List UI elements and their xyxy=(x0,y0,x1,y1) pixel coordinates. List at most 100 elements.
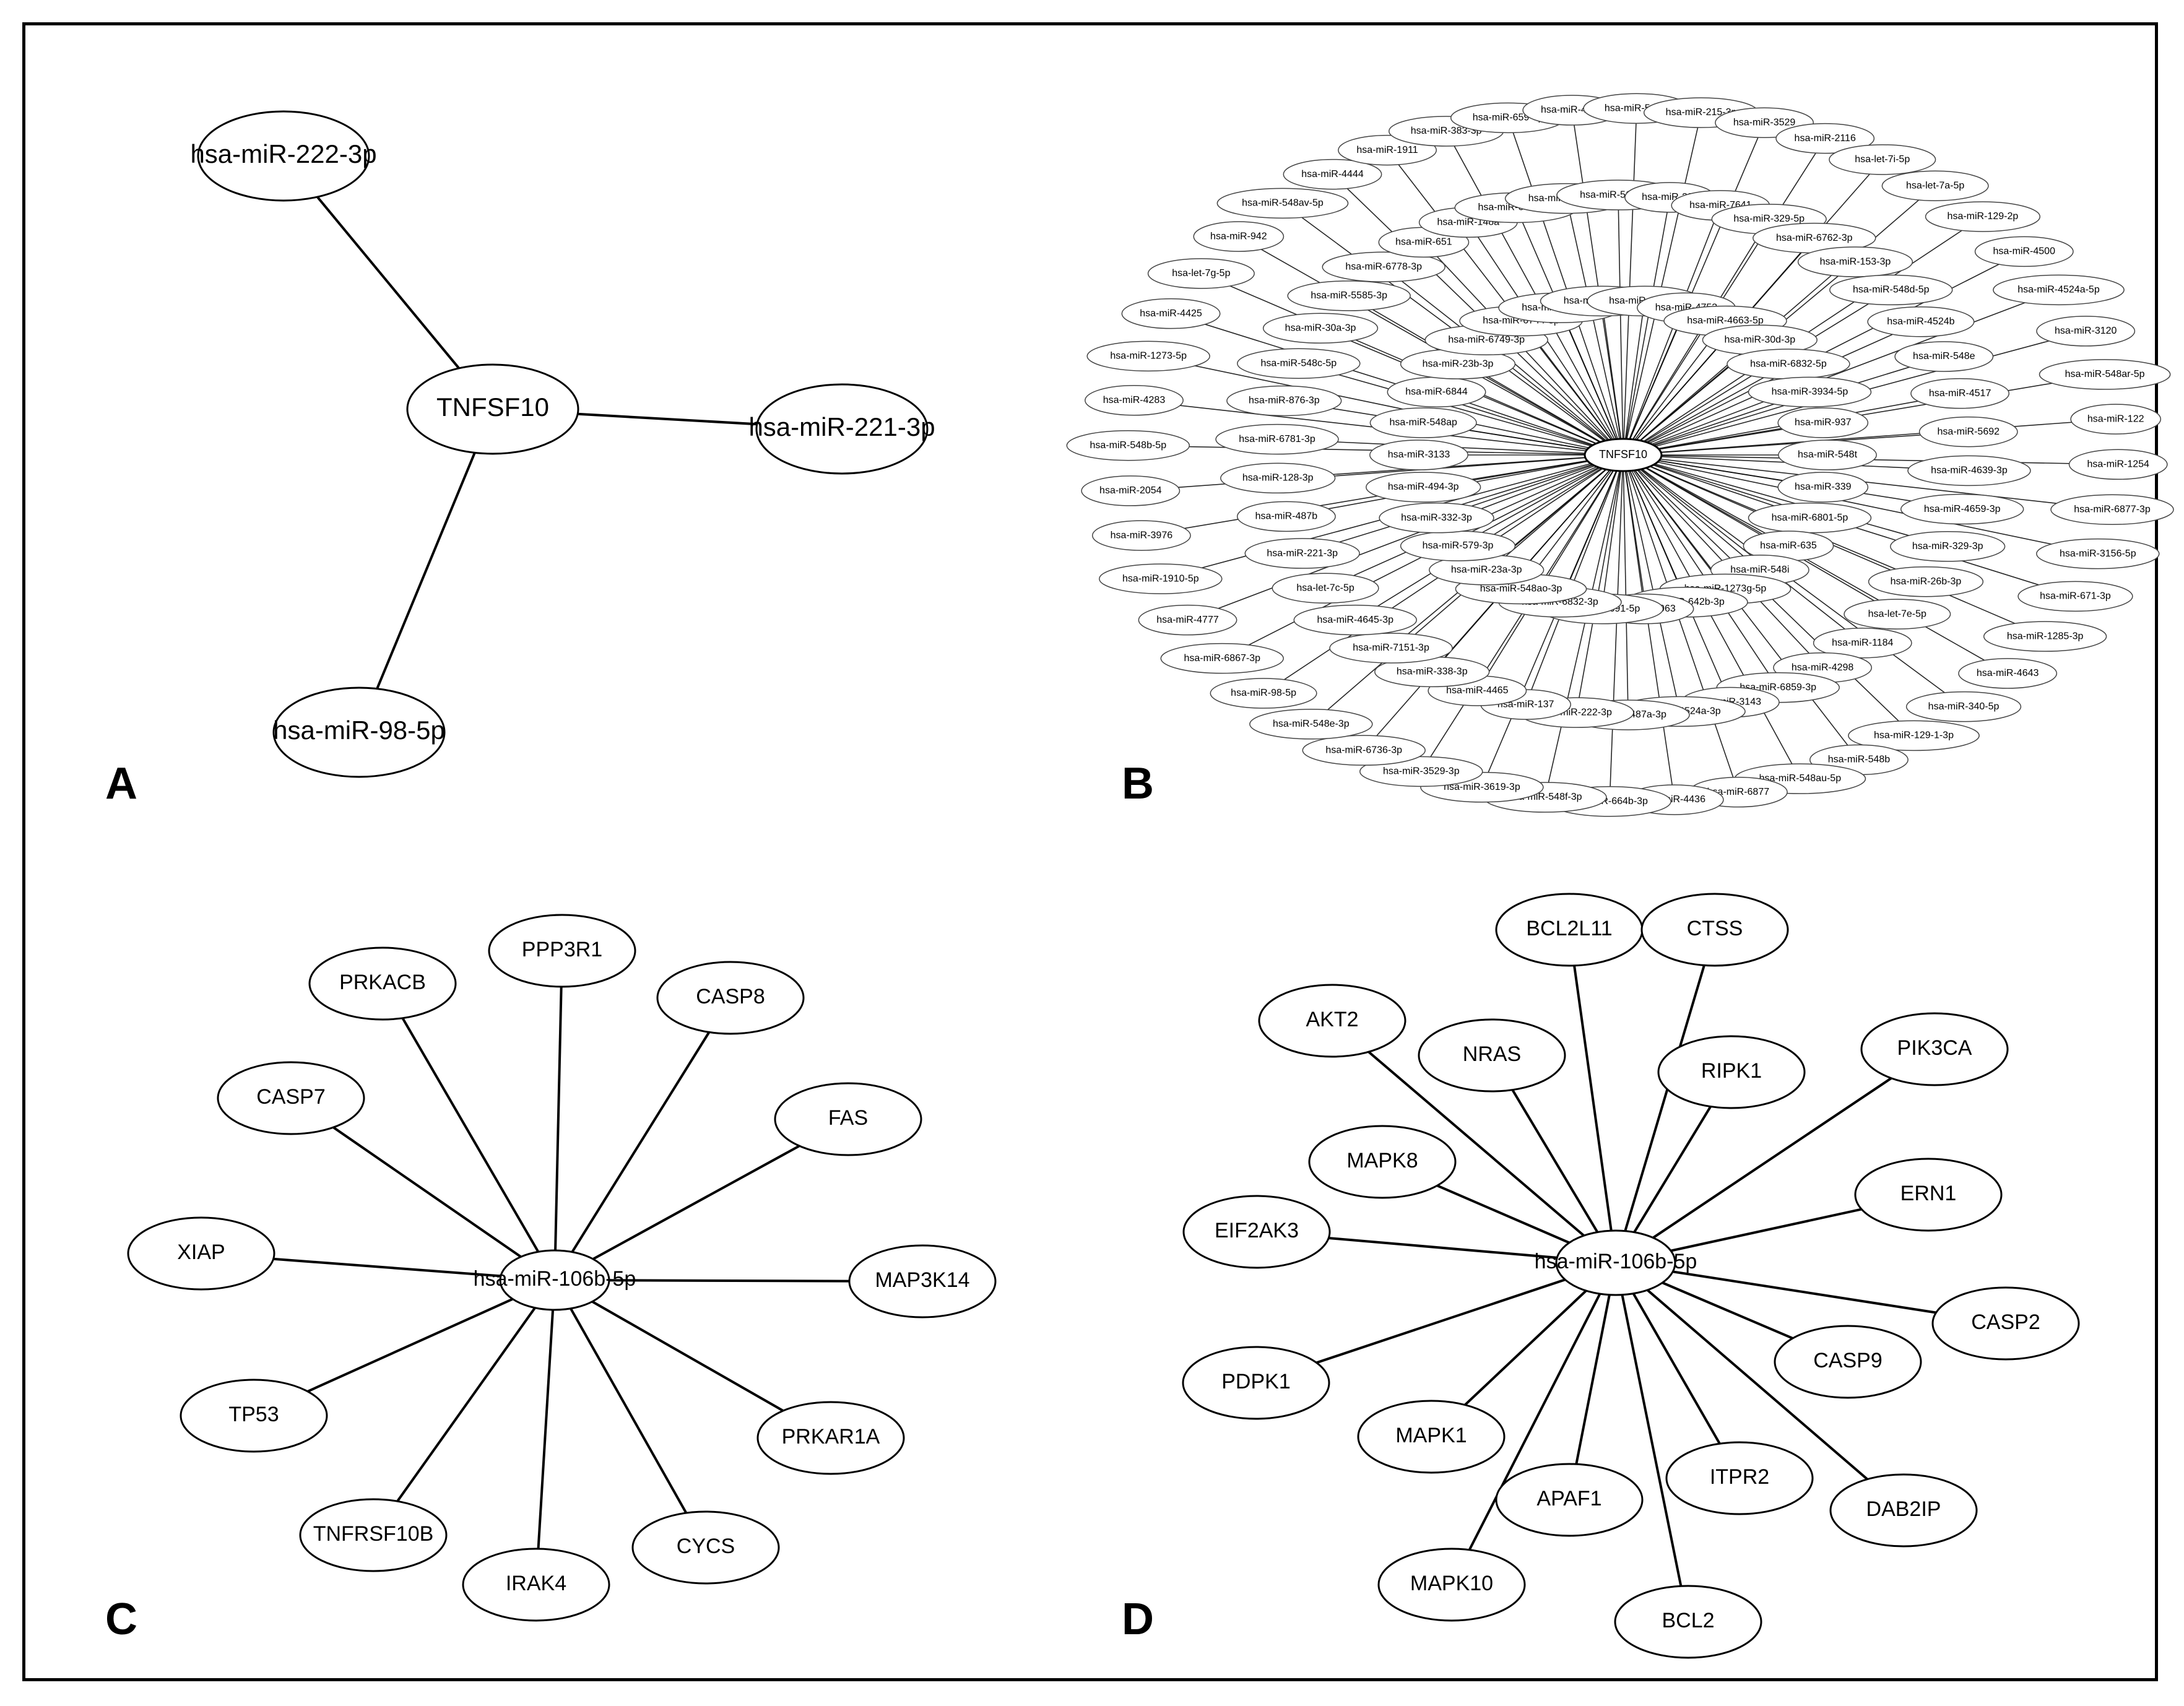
panel-b-node-75: hsa-miR-340-5p xyxy=(1905,691,2022,722)
panel-b-node-70-ellipse xyxy=(1918,416,2018,448)
panel-c-node-9-ellipse xyxy=(299,1498,448,1572)
panel-d-node-6-ellipse xyxy=(1308,1125,1457,1199)
panel-b-node-89-label: hsa-miR-4777 xyxy=(1156,615,1219,625)
panel-b-node-16-ellipse xyxy=(1369,407,1477,438)
panel-d-node-7: ERN1 xyxy=(1854,1158,2003,1232)
panel-b-node-55: hsa-miR-6778-3p xyxy=(1322,251,1445,283)
panel-b-node-89: hsa-miR-4777 xyxy=(1138,604,1237,636)
panel-d-node-0: BCL2L11 xyxy=(1495,893,1644,967)
panel-b-node-26: hsa-miR-30d-3p xyxy=(1702,324,1818,355)
edge-b-82 xyxy=(1545,454,1624,798)
panel-b-node-72-ellipse xyxy=(2017,581,2133,612)
panel-d-node-1: CTSS xyxy=(1640,893,1789,967)
panel-b-node-34-ellipse xyxy=(1813,627,1912,659)
panel-b-node-96-label: hsa-miR-4425 xyxy=(1140,308,1202,319)
panel-b-node-67: hsa-miR-4524b xyxy=(1867,306,1975,337)
edge-b-73 xyxy=(1623,454,2045,637)
panel-b-node-55-ellipse xyxy=(1322,251,1445,283)
panel-b-node-65: hsa-miR-153-3p xyxy=(1797,246,1913,277)
panel-b-node-97-ellipse xyxy=(1147,258,1255,289)
panel-c-node-7-label: TP53 xyxy=(228,1403,279,1426)
panel-d-node-11-label: PDPK1 xyxy=(1221,1370,1291,1393)
panel-c-node-1-label: PRKACB xyxy=(339,971,426,994)
edge-c-9 xyxy=(372,1279,556,1536)
panel-b-node-112-ellipse xyxy=(1974,236,2074,267)
panel-b-node-43-label: hsa-miR-338-3p xyxy=(1397,667,1468,677)
panel-b-node-30-label: hsa-miR-4659-3p xyxy=(1924,504,2001,514)
edge-b-119 xyxy=(1623,454,2098,555)
panel-b-node-51: hsa-miR-876-3p xyxy=(1226,385,1342,417)
panel-b-node-63-label: hsa-miR-329-5p xyxy=(1733,214,1805,224)
panel-b-node-51-ellipse xyxy=(1226,385,1342,417)
panel-b-node-72-label: hsa-miR-671-3p xyxy=(2040,591,2111,602)
panel-b-node-114-label: hsa-miR-3120 xyxy=(2055,326,2117,336)
panel-d-node-6: MAPK8 xyxy=(1308,1125,1457,1199)
panel-a-node-2: hsa-miR-98-5p xyxy=(272,686,446,778)
edge-c-11 xyxy=(553,1280,707,1548)
panel-c-node-9: TNFRSF10B xyxy=(299,1498,448,1572)
panel-b-node-48: hsa-miR-487b xyxy=(1236,501,1336,532)
panel-b-node-115-ellipse xyxy=(2039,359,2171,390)
panel-d-node-9: CASP2 xyxy=(1931,1286,2080,1361)
panel-d-node-10: CASP9 xyxy=(1774,1325,1922,1399)
panel-b-node-29: hsa-miR-937 xyxy=(1777,407,1869,438)
panel-b-node-98: hsa-miR-942 xyxy=(1193,221,1285,252)
panel-b-node-71: hsa-miR-4639-3p xyxy=(1907,455,2031,487)
panel-b-node-31: hsa-miR-329-3p xyxy=(1890,531,2006,562)
edge-a-0 xyxy=(282,155,494,410)
panel-d-node-16: MAPK10 xyxy=(1377,1548,1526,1622)
edge-b-116 xyxy=(1623,418,2116,456)
panel-b-node-15-ellipse xyxy=(1369,439,1468,470)
panel-d-node-16-label: MAPK10 xyxy=(1410,1572,1493,1595)
panel-b-node-76-ellipse xyxy=(1848,720,1980,751)
panel-b-node-0-label: hsa-miR-548t xyxy=(1798,449,1858,460)
panel-b-node-117: hsa-miR-1254 xyxy=(2068,449,2168,480)
panel-b-node-93-label: hsa-miR-548b-5p xyxy=(1090,440,1166,451)
panel-b-node-85: hsa-miR-6736-3p xyxy=(1302,735,1426,766)
panel-c-node-4-ellipse xyxy=(774,1082,922,1156)
panel-b-node-64: hsa-miR-6762-3p xyxy=(1753,222,1876,254)
panel-b-node-88-ellipse xyxy=(1160,643,1285,674)
edge-b-8 xyxy=(1601,454,1624,609)
panel-b-node-86-label: hsa-miR-548e-3p xyxy=(1273,719,1350,729)
panel-b-node-28-ellipse xyxy=(1748,376,1872,408)
panel-b-node-75-ellipse xyxy=(1905,691,2022,722)
panel-b-node-11-label: hsa-miR-23a-3p xyxy=(1451,565,1522,575)
panel-b-node-69-ellipse xyxy=(1910,378,2010,409)
panel-b-node-34-label: hsa-miR-1184 xyxy=(1832,638,1893,648)
edge-b-106 xyxy=(1623,112,1702,456)
panel-b-node-112-label: hsa-miR-4500 xyxy=(1993,246,2055,257)
panel-b-node-108-label: hsa-miR-2116 xyxy=(1795,133,1856,144)
panel-b-node-51-label: hsa-miR-876-3p xyxy=(1249,396,1320,406)
edge-b-63 xyxy=(1623,219,1770,456)
panel-b-node-115-label: hsa-miR-548ar-5p xyxy=(2065,369,2145,379)
panel-b-node-46: hsa-let-7c-5p xyxy=(1272,573,1379,604)
panel-b-node-50: hsa-miR-6781-3p xyxy=(1215,423,1339,455)
panel-b-node-113-label: hsa-miR-4524a-5p xyxy=(2017,285,2100,295)
panel-b-node-91-ellipse xyxy=(1091,520,1191,551)
edge-b-89 xyxy=(1187,454,1624,621)
panel-d-node-10-label: CASP9 xyxy=(1813,1349,1883,1372)
edge-b-103 xyxy=(1507,118,1624,456)
panel-b-node-26-label: hsa-miR-30d-3p xyxy=(1724,334,1795,345)
edge-b-4 xyxy=(1623,454,1761,571)
panel-d-node-1-ellipse xyxy=(1640,893,1789,967)
panel-b-node-68: hsa-miR-548e xyxy=(1894,341,1994,372)
edge-d-1 xyxy=(1614,929,1716,1263)
panel-b-node-108: hsa-miR-2116 xyxy=(1775,123,1875,154)
panel-c-node-8-label: PRKAR1A xyxy=(782,1425,880,1448)
panel-c-center-node-label: hsa-miR-106b-5p xyxy=(474,1267,636,1291)
panel-b-node-114-ellipse xyxy=(2036,316,2136,347)
panel-c-node-3-ellipse xyxy=(217,1061,365,1135)
panel-d-center-node-ellipse xyxy=(1555,1229,1676,1296)
panel-d-center-node-label: hsa-miR-106b-5p xyxy=(1535,1250,1697,1273)
panel-b-node-111: hsa-miR-129-2p xyxy=(1925,201,2041,232)
panel-b-node-117-ellipse xyxy=(2068,449,2168,480)
panel-b-node-76-label: hsa-miR-129-1-3p xyxy=(1874,730,1954,741)
panel-b-node-112: hsa-miR-4500 xyxy=(1974,236,2074,267)
panel-b-node-85-ellipse xyxy=(1302,735,1426,766)
panel-b-node-29-ellipse xyxy=(1777,407,1869,438)
panel-b-node-109-label: hsa-let-7i-5p xyxy=(1855,154,1910,165)
panel-b-node-110-label: hsa-let-7a-5p xyxy=(1906,180,1964,191)
panel-b-node-2-label: hsa-miR-6801-5p xyxy=(1772,513,1848,523)
